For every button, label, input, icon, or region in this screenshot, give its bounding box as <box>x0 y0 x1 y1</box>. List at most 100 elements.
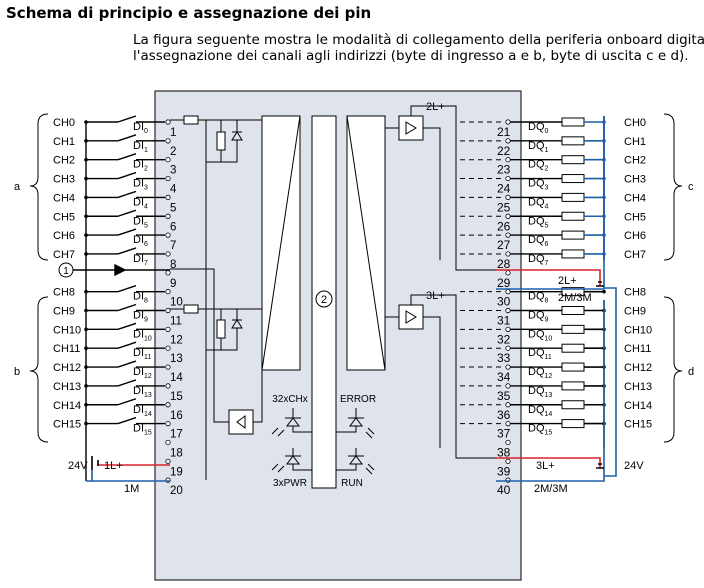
input-pin-number: 9 <box>170 278 176 290</box>
input-switch <box>117 398 137 406</box>
terminal-circle <box>505 194 511 200</box>
input-pin-number: 18 <box>170 447 183 459</box>
led-error-label: ERROR <box>340 394 376 405</box>
input-pin-number: 14 <box>170 372 183 384</box>
input-label-prefix: DI <box>133 178 144 190</box>
terminal-circle <box>165 439 171 446</box>
terminal-circle <box>165 289 171 295</box>
input-switch <box>117 322 137 331</box>
input-label-prefix: DI <box>133 196 144 208</box>
output-pin-number: 37 <box>497 427 511 441</box>
intro-text: La figura seguente mostra le modalità di… <box>133 32 704 64</box>
output-label-prefix: DQ <box>528 291 545 303</box>
brace-a <box>29 113 49 261</box>
right-supply-3lplus: 3L+ <box>536 460 555 472</box>
input-label-sub: 12 <box>144 373 152 380</box>
output-coupler-diagonal <box>346 115 386 371</box>
input-pin-number: 13 <box>170 353 183 365</box>
right-channel-label: CH1 <box>624 136 646 148</box>
output-pin-number: 21 <box>497 125 511 139</box>
input-pin-number: 2 <box>170 146 176 158</box>
left-channel-label: CH1 <box>53 136 75 148</box>
output-load <box>561 381 585 391</box>
output-load <box>561 419 585 429</box>
input-label-prefix: DI <box>133 159 144 171</box>
output-load <box>561 192 585 202</box>
output-label: DQ13 <box>528 385 552 399</box>
intro-line-1: La figura seguente mostra le modalità di… <box>133 32 704 48</box>
output-label-sub: 6 <box>545 241 549 248</box>
output-pin-number: 27 <box>497 238 511 252</box>
terminal-circle <box>505 119 511 125</box>
input-switch <box>117 134 137 142</box>
input-label: DI2 <box>133 159 148 173</box>
output-load <box>561 211 585 221</box>
input-pin-number: 10 <box>170 297 183 309</box>
output-pin-number: 33 <box>497 351 511 365</box>
input-label-sub: 0 <box>144 128 148 135</box>
input-pin-number: 11 <box>170 316 182 328</box>
output-load <box>561 117 585 127</box>
input-switch <box>117 190 137 199</box>
left-supply-1m: 1M <box>124 483 139 495</box>
group-d-label: d <box>688 366 694 378</box>
right-supply <box>496 116 617 482</box>
input-label: DI6 <box>133 234 148 248</box>
left-channel-label: CH6 <box>53 230 75 242</box>
input-label: DI7 <box>133 253 148 267</box>
junction-dot <box>84 252 88 256</box>
junction-dot <box>84 289 88 294</box>
terminal-circle <box>165 175 171 182</box>
input-pin-number: 1 <box>170 127 176 139</box>
output-load <box>561 343 585 353</box>
input-pin-number: 4 <box>170 184 177 196</box>
left-channel-label: CH2 <box>53 155 75 167</box>
output-pin-number: 23 <box>497 163 511 177</box>
junction-dot <box>84 233 88 237</box>
output-label-prefix: DQ <box>528 423 545 435</box>
terminal-circle <box>165 213 171 219</box>
input-switch <box>117 341 137 349</box>
input-label-prefix: DI <box>133 291 144 303</box>
output-label-sub: 8 <box>545 298 549 305</box>
terminal-circle <box>505 251 511 257</box>
output-label: DQ9 <box>528 310 549 324</box>
output-pin-number: 26 <box>497 219 511 233</box>
input-label: DI15 <box>133 423 152 437</box>
output-pin-number: 28 <box>497 257 511 271</box>
output-label-prefix: DQ <box>528 178 545 190</box>
input-label: DI1 <box>133 140 148 154</box>
terminal-circle <box>505 307 511 314</box>
output-pin-number: 29 <box>497 276 511 290</box>
input-label-sub: 10 <box>144 335 152 342</box>
left-channel-label: CH14 <box>53 400 81 412</box>
output-label-prefix: DQ <box>528 347 545 359</box>
output-label: DQ14 <box>528 404 552 418</box>
input-label-prefix: DI <box>133 366 144 378</box>
input-label: DI13 <box>133 385 152 399</box>
input-label-sub: 11 <box>144 354 151 361</box>
output-label-sub: 2 <box>545 166 549 173</box>
output-label: DQ0 <box>528 121 549 135</box>
terminal-circle <box>505 232 511 238</box>
input-coupler-diagonal <box>261 115 301 371</box>
input-label-sub: 3 <box>144 185 148 192</box>
input-label-prefix: DI <box>133 234 144 246</box>
junction-dot <box>84 421 88 426</box>
group-a-label: a <box>14 181 21 193</box>
left-channel-label: CH9 <box>53 306 75 318</box>
terminal-circle <box>165 157 171 163</box>
page-title: Schema di principio e assegnazione dei p… <box>6 4 372 22</box>
input-label-prefix: DI <box>133 121 144 133</box>
terminal-circle <box>165 383 171 389</box>
terminal-circle <box>165 119 171 125</box>
left-supply-voltage: 24V <box>68 460 88 472</box>
output-label-sub: 0 <box>545 128 549 135</box>
input-switch <box>117 171 137 180</box>
output-pin-number: 25 <box>497 200 511 214</box>
right-supply-2m3m-bottom: 2M/3M <box>534 483 568 495</box>
terminal-circle <box>505 175 511 182</box>
left-channel-label: CH7 <box>53 249 75 261</box>
output-label-prefix: DQ <box>528 234 545 246</box>
